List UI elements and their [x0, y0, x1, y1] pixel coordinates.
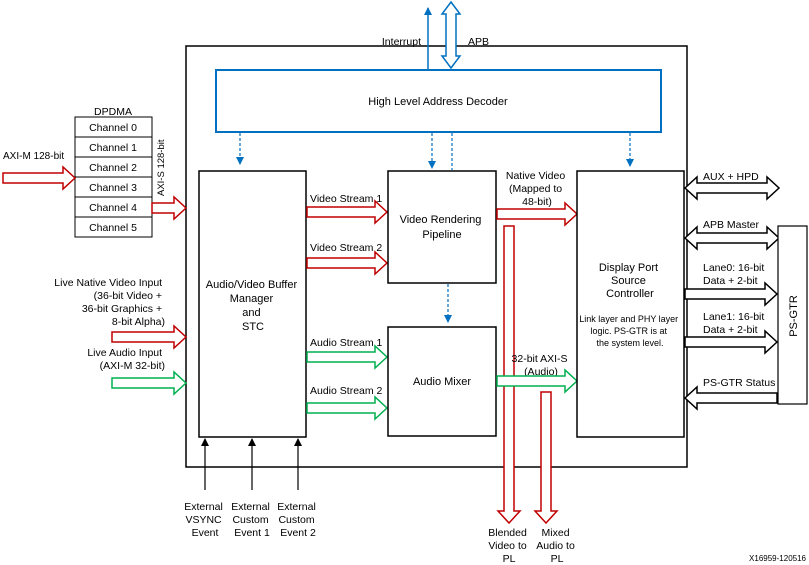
audio-mixer-label: Audio Mixer: [413, 376, 471, 388]
video-stream-1-label: Video Stream 1: [310, 193, 382, 205]
dpdma-channel-label: Channel 1: [89, 142, 137, 154]
native-video-label: Native Video (Mapped to 48-bit): [506, 170, 568, 208]
audio-stream-1-label: Audio Stream 1: [310, 337, 383, 349]
address-decoder-box: [215, 69, 662, 133]
interrupt-label: Interrupt: [382, 36, 421, 48]
video-stream-2-label: Video Stream 2: [310, 242, 382, 254]
lane0-label: Lane0: 16-bit Data + 2-bit: [703, 262, 767, 287]
axi-m-input-arrow: [2, 165, 77, 191]
blended-video-label: Blended Video to PL: [488, 527, 529, 565]
lane1-arrow: [684, 329, 779, 355]
address-decoder-label: High Level Address Decoder: [368, 96, 508, 108]
audio-stream-2-label: Audio Stream 2: [310, 385, 383, 397]
dpdma-title: DPDMA: [94, 106, 132, 118]
vsync-event-label: External VSYNC Event: [184, 501, 225, 539]
live-audio-input-arrow: [111, 370, 188, 396]
lane1-label: Lane1: 16-bit Data + 2-bit: [703, 311, 767, 336]
ps-gtr-label: PS-GTR: [788, 295, 800, 337]
axis-audio-label: 32-bit AXI-S (Audio): [512, 353, 571, 378]
dpdma-channel: [74, 216, 153, 238]
ps-gtr-box: [777, 225, 808, 405]
subsystem-boundary: [185, 45, 688, 468]
buffer-manager-label: Audio/Video Buffer Manager and STC: [206, 279, 300, 333]
axi-s-128-label: AXI-S 128-bit: [156, 139, 167, 196]
video-stream-1-arrow: [306, 199, 389, 225]
axi-m-128-label: AXI-M 128-bit: [3, 151, 64, 162]
blended-video-output-arrow: [496, 225, 522, 525]
dp-controller-box: [576, 170, 685, 438]
audio-mixer-box: [387, 326, 497, 437]
dpdma-channel-label: Channel 4: [89, 202, 137, 214]
dpdma-channel-label: Channel 5: [89, 222, 137, 234]
dp-controller-title: Display Port Source Controller: [599, 262, 661, 300]
video-rendering-pipeline-box: [387, 170, 497, 284]
apb-label: APB: [468, 36, 489, 48]
mixed-audio-output-arrow: [533, 391, 559, 525]
aux-hpd-bidirectional-arrow: [683, 175, 781, 201]
audio-stream-2-arrow: [306, 395, 389, 421]
dpdma-channel-label: Channel 3: [89, 182, 137, 194]
video-rendering-pipeline-label: Video Rendering Pipeline: [400, 214, 485, 241]
dpdma-channel-list: Channel 0 Channel 1 Channel 2 Channel 3 …: [74, 116, 153, 238]
live-video-input-arrow: [111, 324, 188, 350]
aux-hpd-label: AUX + HPD: [703, 171, 759, 183]
dpdma-channel-label: Channel 0: [89, 122, 137, 134]
video-stream-2-arrow: [306, 250, 389, 276]
native-video-arrow: [496, 201, 579, 227]
apb-bidirectional-arrow: [440, 0, 462, 70]
mixed-audio-label: Mixed Audio to PL: [536, 527, 577, 565]
dpdma-to-buffer-arrow: [151, 195, 188, 221]
live-audio-input-label: Live Audio Input (AXI-M 32-bit): [87, 347, 165, 372]
lane0-arrow: [684, 281, 779, 307]
custom-event-1-label: External Custom Event 1: [231, 501, 272, 539]
figure-id: X16959-120516: [749, 554, 806, 563]
audio-stream-1-arrow: [306, 344, 389, 370]
axis-audio-arrow: [496, 368, 579, 394]
dpdma-channel-label: Channel 2: [89, 162, 137, 174]
ps-gtr-status-label: PS-GTR Status: [703, 377, 775, 389]
buffer-manager-box: [198, 170, 307, 438]
ps-gtr-status-arrow: [683, 385, 778, 411]
custom-event-2-label: External Custom Event 2: [277, 501, 318, 539]
apb-master-label: APB Master: [703, 219, 760, 231]
live-video-input-label: Live Native Video Input (36-bit Video + …: [54, 277, 165, 328]
dp-controller-note: Link layer and PHY layer logic. PS-GTR i…: [579, 314, 680, 348]
